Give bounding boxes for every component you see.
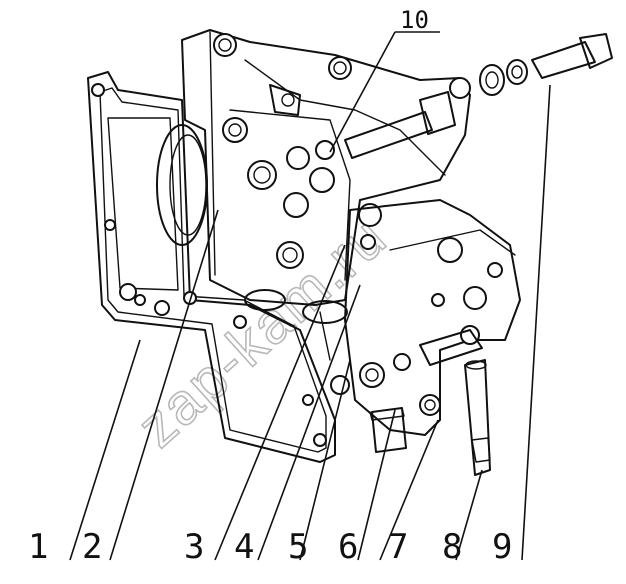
plug-bolt — [369, 407, 407, 453]
long-bolt — [344, 91, 456, 159]
callout-7: 7 — [388, 527, 408, 567]
top-fitting — [269, 84, 301, 116]
valve-block — [330, 199, 521, 436]
callout-2: 2 — [82, 527, 102, 567]
sensor-pin — [464, 359, 491, 476]
callout-3: 3 — [184, 527, 204, 567]
valve-housing — [181, 29, 471, 361]
callout-5: 5 — [288, 527, 308, 567]
callout-8: 8 — [442, 527, 462, 567]
callout-6: 6 — [338, 527, 358, 567]
watermark-text: zap-kam.ru — [125, 204, 399, 460]
callout-1: 1 — [28, 527, 48, 567]
leader-lines — [69, 31, 551, 561]
washers-and-bolt — [479, 33, 613, 96]
gasket-plate — [87, 71, 336, 463]
callout-10: 10 — [400, 6, 429, 34]
callout-4: 4 — [234, 527, 254, 567]
callout-9: 9 — [492, 527, 512, 567]
